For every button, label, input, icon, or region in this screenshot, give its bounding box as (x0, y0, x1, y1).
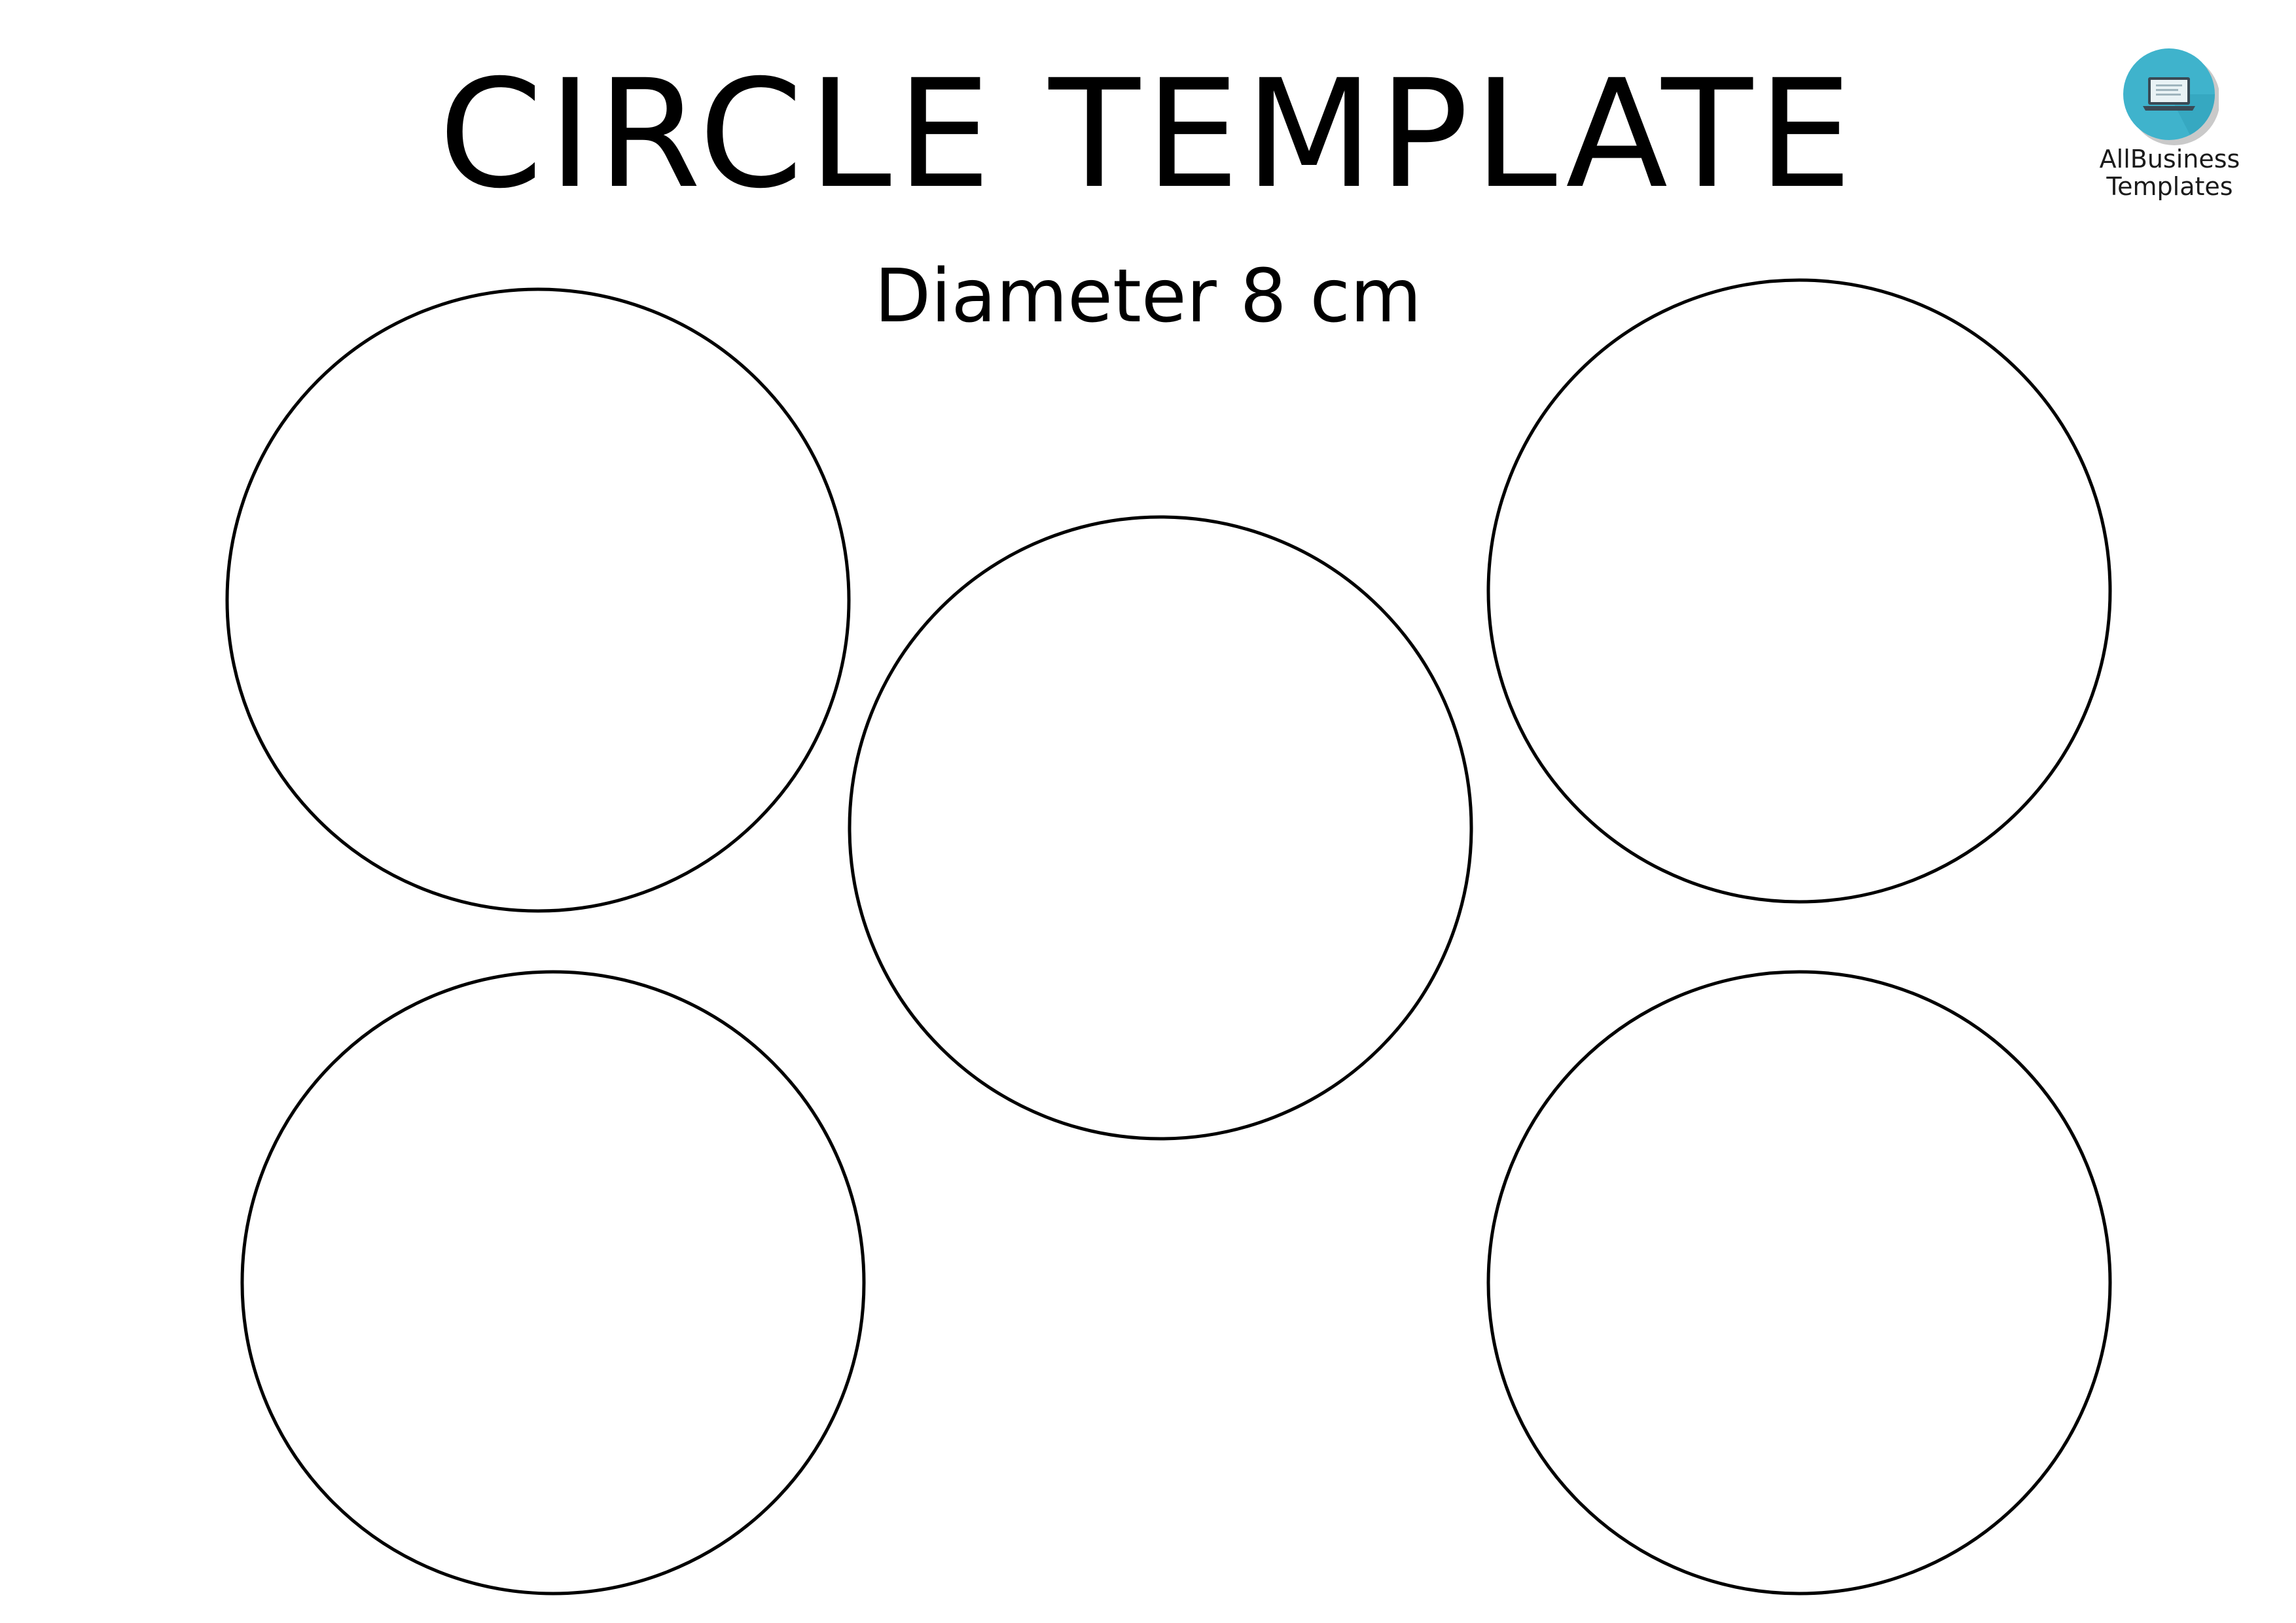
laptop-icon (2123, 48, 2219, 145)
allbusiness-templates-logo: AllBusiness Templates (2081, 47, 2258, 211)
page-subtitle: Diameter 8 cm (874, 254, 1422, 339)
circle-bottom-right (1486, 970, 2112, 1596)
page-title: CIRCLE TEMPLATE (439, 47, 1857, 221)
circle-bottom-left (240, 970, 866, 1596)
logo-text-line-2: Templates (2106, 172, 2233, 201)
circle-top-left (225, 287, 851, 913)
logo-text-line-1: AllBusiness (2099, 145, 2240, 173)
circle-top-right (1486, 278, 2112, 904)
circle-center (848, 515, 1473, 1141)
